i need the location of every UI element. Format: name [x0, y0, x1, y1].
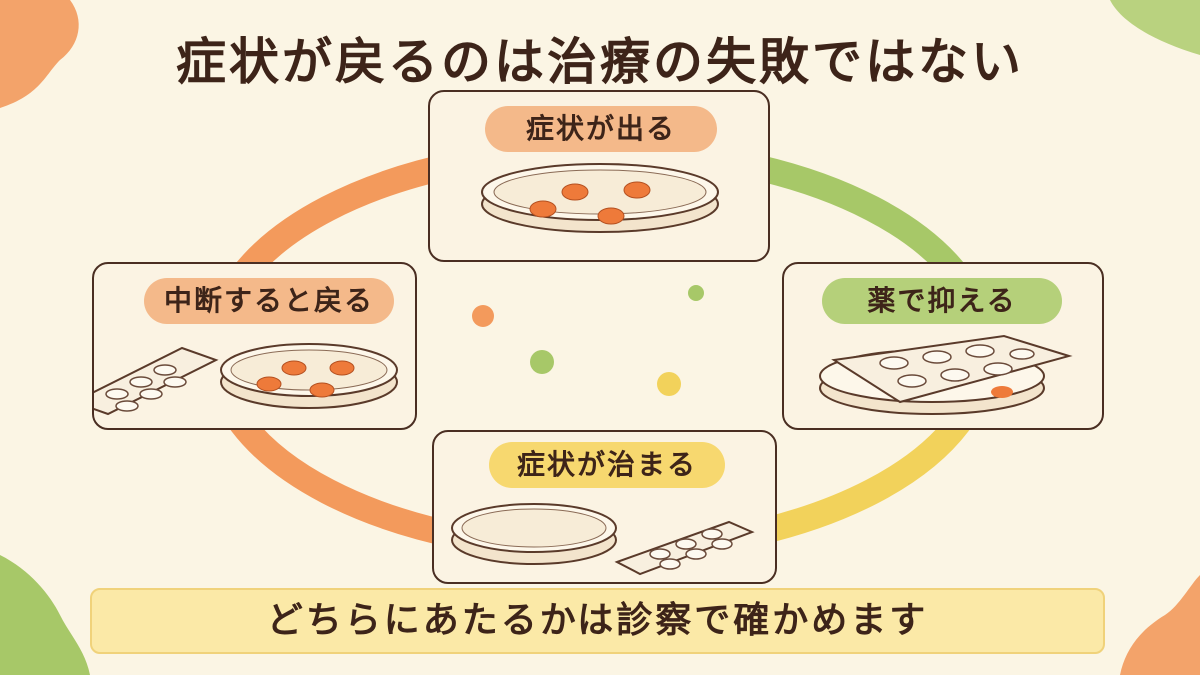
empty-dish-and-pill-sheet — [451, 503, 755, 576]
step-label-suppress-with-medicine: 薬で抑える — [822, 278, 1062, 324]
footer-message: どちらにあたるかは診察で確かめます — [90, 588, 1105, 654]
step-label-symptoms-subside: 症状が治まる — [489, 442, 725, 488]
corner-blob-bottom-left — [0, 555, 90, 675]
step-card-suppress-with-medicine: 薬で抑える — [782, 262, 1104, 430]
step-card-symptoms-subside: 症状が治まる — [432, 430, 777, 584]
step-card-symptoms-appear: 症状が出る — [428, 90, 770, 262]
decor-dot-yellow — [657, 372, 681, 396]
step-card-returns-when-stopped: 中断すると戻る — [92, 262, 417, 430]
step-label-symptoms-appear: 症状が出る — [485, 106, 717, 152]
corner-blob-top-left — [0, 0, 79, 108]
decor-dot-orange — [472, 305, 494, 327]
step-label-returns-when-stopped: 中断すると戻る — [144, 278, 394, 324]
corner-blob-top-right — [1110, 0, 1200, 55]
decor-dot-green — [530, 350, 554, 374]
page-title: 症状が戻るのは治療の失敗ではない — [176, 33, 1024, 91]
corner-blob-bottom-right — [1120, 575, 1200, 675]
decor-dot-green-small — [688, 285, 704, 301]
petri-dish-with-spots — [481, 163, 719, 233]
dish-with-spots-and-pill-sheet — [94, 343, 398, 416]
dish-covered-by-pill-sheet — [819, 334, 1073, 415]
